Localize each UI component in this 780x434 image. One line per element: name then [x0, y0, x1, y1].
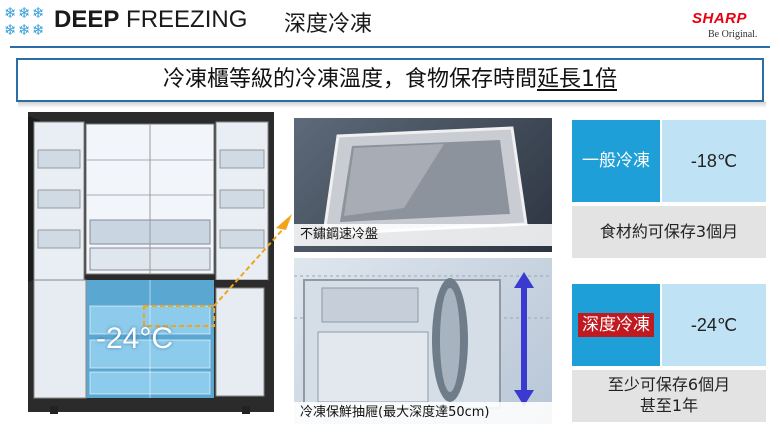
page-title-english: DEEP FREEZING [54, 6, 247, 34]
headline-text: 冷凍櫃等級的冷凍溫度，食物保存時間延長1倍 [18, 60, 762, 100]
deep-freezing-label: 深度冷凍 [572, 284, 660, 366]
headline-emphasis: 延長1倍 [537, 67, 617, 92]
fridge-image [16, 110, 285, 420]
arrow-icon [276, 214, 292, 230]
header: ❄❄❄ ❄❄❄ DEEP FREEZING 深度冷凍 SHARP Be Orig… [0, 0, 780, 48]
headline-box: 冷凍櫃等級的冷凍溫度，食物保存時間延長1倍 [16, 58, 764, 102]
general-freezing-temperature: -18℃ [662, 120, 766, 202]
general-freezing-label: 一般冷凍 [572, 120, 660, 202]
tray-caption: 不鏽鋼速冷盤 [294, 224, 552, 246]
title-rest: FREEZING [126, 6, 248, 33]
freezer-drawer-image [294, 272, 552, 409]
page-title-chinese: 深度冷凍 [284, 12, 373, 37]
header-divider [10, 46, 770, 48]
deep-freezing-label-text: 深度冷凍 [578, 313, 654, 337]
snowflake-icon: ❄❄❄ ❄❄❄ [4, 4, 45, 39]
fridge-illustration [28, 112, 285, 414]
deep-storage-line-2: 甚至1年 [639, 396, 699, 415]
drawer-caption: 冷凍保鮮抽屜(最大深度達50cm) [294, 402, 552, 424]
headline-prefix: 冷凍櫃等級的冷凍溫度，食物保存時間 [162, 67, 537, 92]
title-bold: DEEP [54, 6, 120, 33]
brand-tagline: Be Original. [708, 29, 758, 40]
brand-logo: SHARP [692, 10, 748, 27]
tray-photo: 不鏽鋼速冷盤 [294, 118, 552, 252]
deep-storage-duration: 至少可保存6個月 甚至1年 [572, 370, 766, 422]
steel-tray-image [322, 126, 528, 236]
freezer-temperature: -24°C [96, 322, 174, 355]
deep-freezing-temperature: -24℃ [662, 284, 766, 366]
headline-shadow [18, 102, 766, 108]
deep-storage-line-1: 至少可保存6個月 [607, 375, 731, 394]
drawer-photo: 冷凍保鮮抽屜(最大深度達50cm) [294, 258, 552, 424]
general-storage-duration: 食材約可保存3個月 [572, 206, 766, 258]
